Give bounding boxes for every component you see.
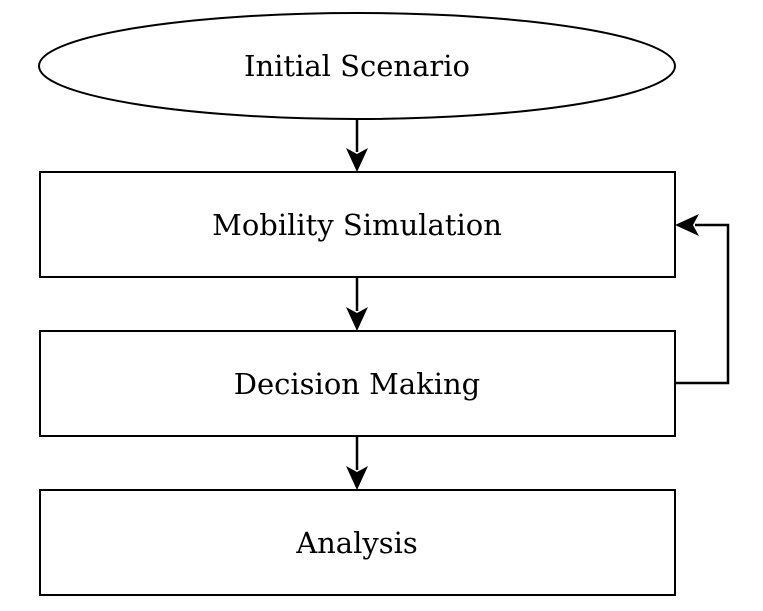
analysis-box [39, 489, 676, 596]
arrowhead-down [346, 307, 368, 331]
edge-decision-to-analysis [346, 436, 368, 490]
node-decision-making: Decision Making [39, 330, 676, 437]
edge-mobility-to-decision [346, 277, 368, 331]
node-analysis: Analysis [39, 489, 676, 596]
decision-making-label: Decision Making [234, 367, 481, 401]
node-mobility-simulation: Mobility Simulation [39, 171, 676, 278]
initial-scenario-label: Initial Scenario [244, 49, 470, 83]
node-initial-scenario: Initial Scenario [38, 12, 676, 120]
analysis-label: Analysis [295, 526, 418, 560]
arrowhead-left [675, 214, 699, 236]
arrowhead-down [346, 466, 368, 490]
edge-feedback-loop [675, 214, 730, 385]
feedback-loop-line [675, 223, 730, 385]
mobility-simulation-box [39, 171, 676, 278]
mobility-simulation-label: Mobility Simulation [212, 208, 502, 242]
edge-initial-to-mobility [346, 119, 368, 172]
decision-making-box [39, 330, 676, 437]
arrowhead-down [346, 148, 368, 172]
